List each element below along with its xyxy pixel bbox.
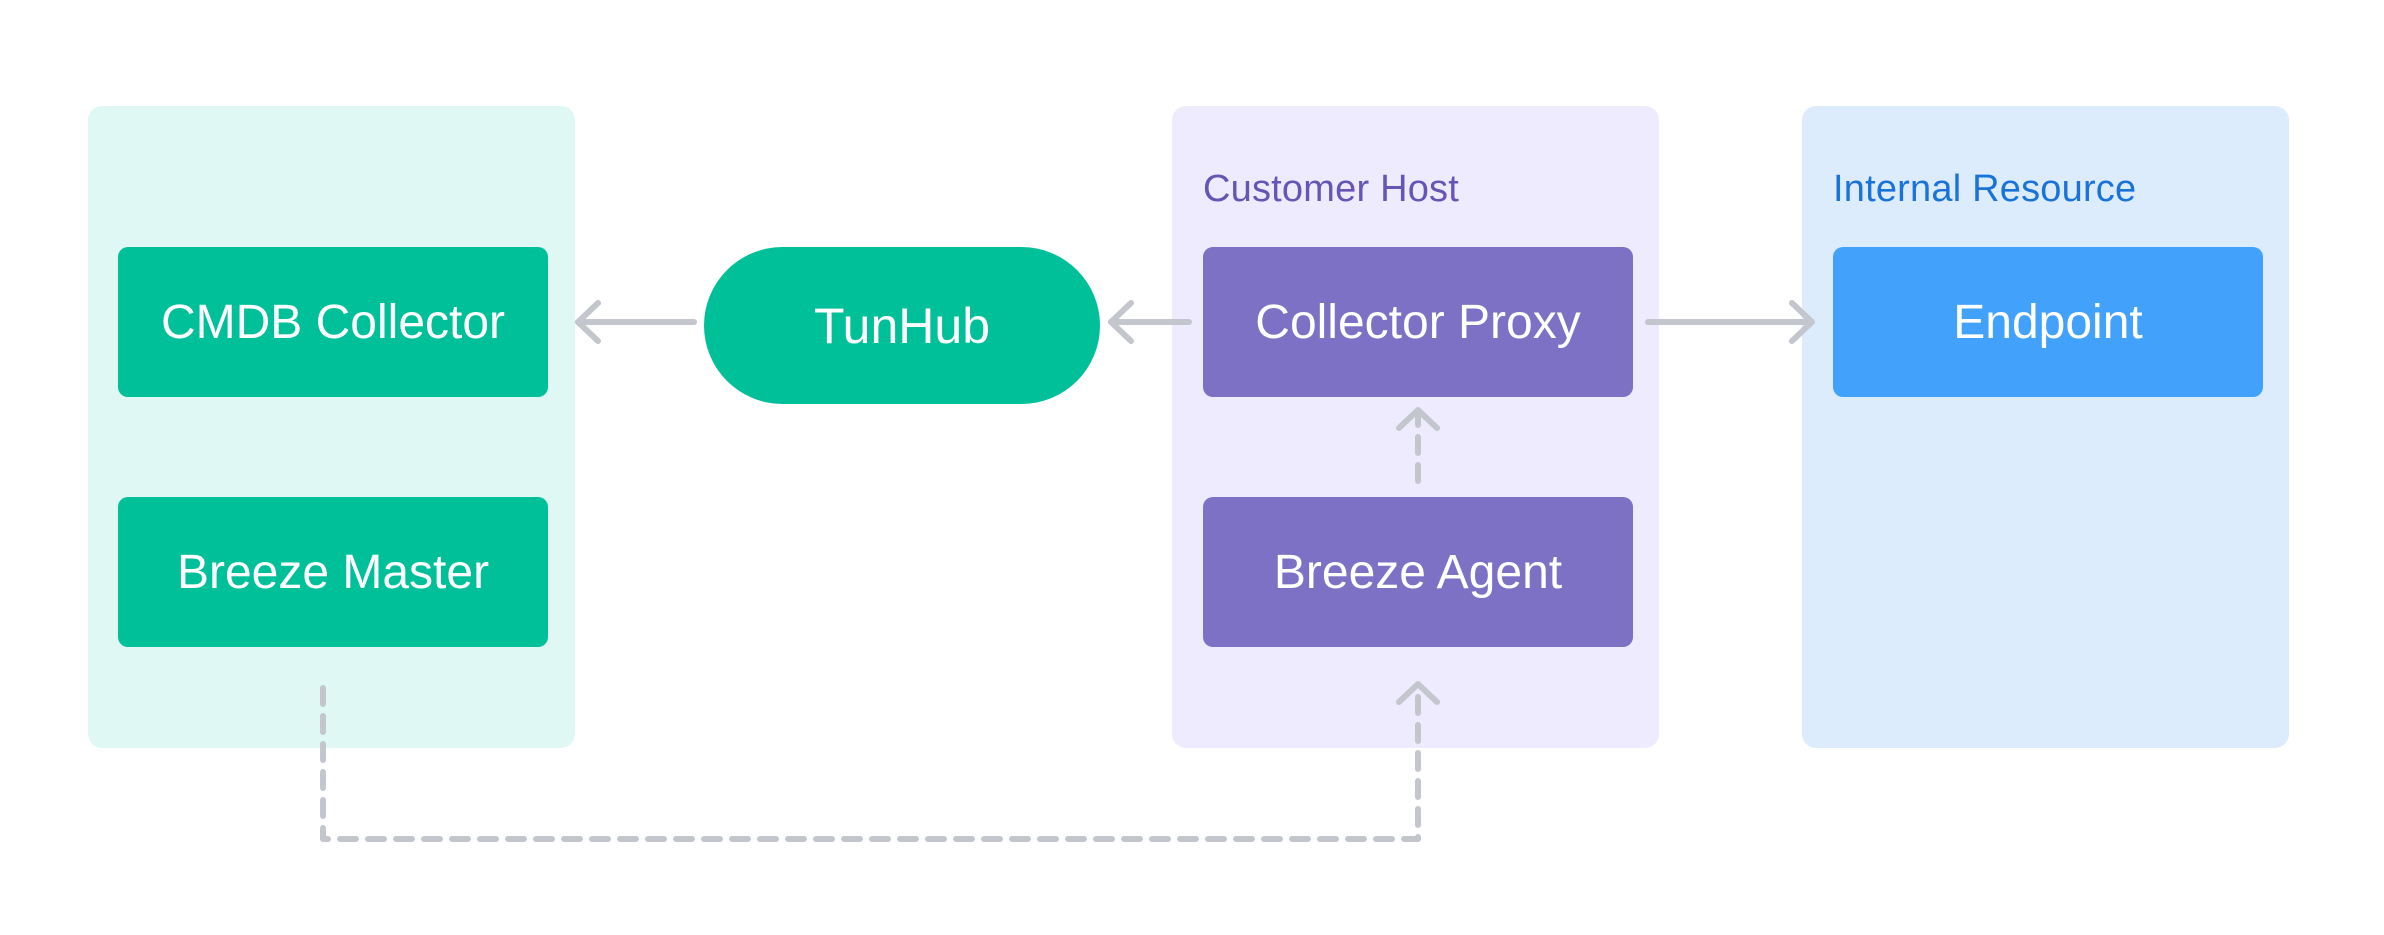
internal-resource-region (1802, 106, 2289, 748)
arrow-proxy-to-tunhub (1108, 300, 1192, 344)
breeze-agent-node: Breeze Agent (1203, 497, 1633, 647)
customer-host-label: Customer Host (1203, 168, 1460, 210)
arrow-tunhub-to-cmdb (575, 300, 697, 344)
breeze-master-node: Breeze Master (118, 497, 548, 647)
endpoint-node: Endpoint (1833, 247, 2263, 397)
dashed-arrow-master-to-agent (320, 681, 1440, 842)
internal-resource-label: Internal Resource (1833, 168, 2137, 210)
collector-proxy-node: Collector Proxy (1203, 247, 1633, 397)
cmdb-collector-node: CMDB Collector (118, 247, 548, 397)
dashed-arrow-agent-to-proxy (1396, 407, 1440, 484)
tunhub-node: TunHub (704, 247, 1100, 404)
arrow-proxy-to-endpoint (1645, 300, 1815, 344)
